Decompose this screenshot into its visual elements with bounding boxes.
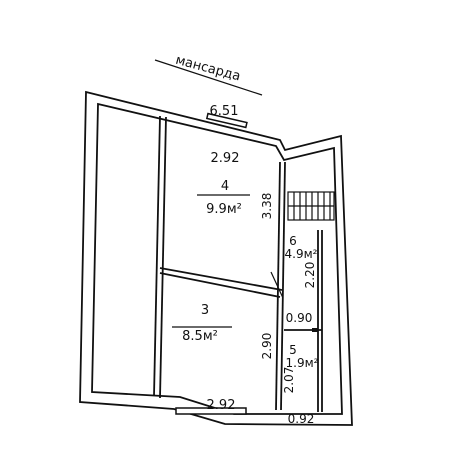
attic-strip: [153, 115, 167, 399]
room4-number: 4: [221, 179, 229, 194]
partition-rooms-4-3: [159, 267, 283, 298]
room6-area: 4.9м²: [285, 247, 318, 261]
room5-number: 5: [289, 343, 297, 357]
dimension-room6-length: 2.20: [303, 262, 317, 289]
room5-area: 1.9м²: [286, 356, 319, 370]
dimension-top-width: 6.51: [210, 104, 239, 119]
room6-number: 6: [289, 234, 297, 248]
room3-area: 8.5м²: [182, 329, 218, 344]
top-window: [205, 112, 248, 129]
staircase: [287, 191, 335, 221]
bottom-window: [175, 407, 247, 415]
dimension-room4-depth: 3.38: [260, 193, 274, 220]
dimension-room5-width: 0.92: [288, 412, 315, 426]
room4-area: 9.9м²: [206, 202, 242, 217]
dimension-room3-depth: 2.90: [260, 333, 274, 360]
outer-walls: [79, 90, 353, 426]
dimension-room5-length: 2.07: [282, 367, 296, 394]
dimension-room4-width: 2.92: [211, 151, 240, 166]
room3-number: 3: [201, 303, 209, 318]
dimension-bottom-width: 2.92: [207, 398, 236, 413]
partition-room5: [284, 230, 323, 412]
floor-label-underline: [154, 59, 263, 96]
door-room4: [270, 271, 284, 299]
dimension-corridor-width: 0.90: [286, 311, 313, 325]
floor-label: мансарда: [174, 53, 242, 85]
